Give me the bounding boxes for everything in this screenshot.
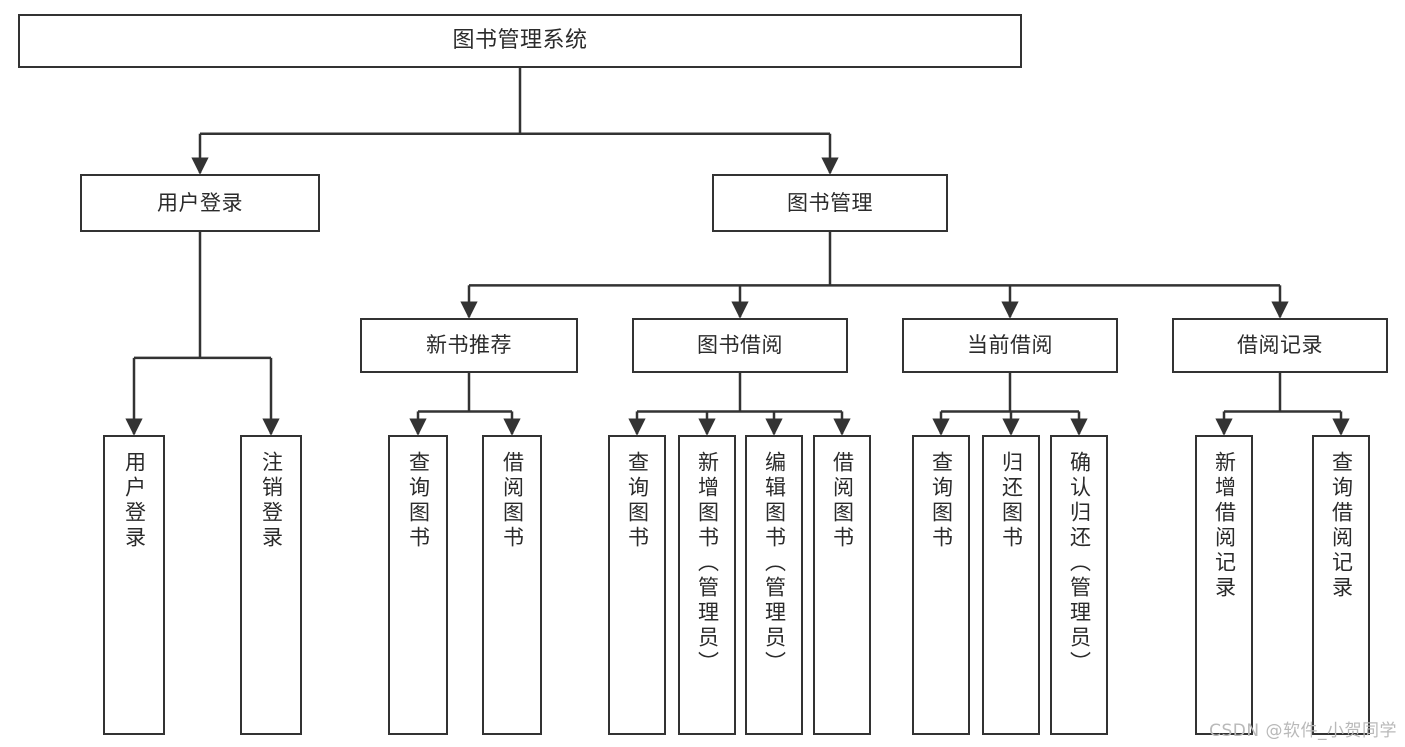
watermark-text: CSDN @软件_小贺同学 xyxy=(1209,721,1397,741)
node-label-leaf-query-3: 查询图书 xyxy=(929,451,954,551)
node-leaf-query-1[interactable]: 查询图书 xyxy=(388,435,448,735)
node-leaf-query-2[interactable]: 查询图书 xyxy=(608,435,666,735)
node-leaf-add-rec[interactable]: 新增借阅记录 xyxy=(1195,435,1253,735)
node-leaf-query-rec[interactable]: 查询借阅记录 xyxy=(1312,435,1370,735)
node-leaf-user-login[interactable]: 用户登录 xyxy=(103,435,165,735)
node-current-borrow[interactable]: 当前借阅 xyxy=(902,318,1118,373)
node-new-book-rec[interactable]: 新书推荐 xyxy=(360,318,578,373)
node-label-new-book-rec: 新书推荐 xyxy=(426,333,512,358)
node-label-book-manage: 图书管理 xyxy=(787,190,873,215)
node-label-leaf-borrow-1: 借阅图书 xyxy=(500,451,525,551)
node-leaf-borrow-1[interactable]: 借阅图书 xyxy=(482,435,542,735)
node-user-login[interactable]: 用户登录 xyxy=(80,174,320,232)
node-label-leaf-query-2: 查询图书 xyxy=(625,451,650,551)
node-label-leaf-logout: 注销登录 xyxy=(259,451,284,551)
node-label-leaf-return: 归还图书 xyxy=(999,451,1024,551)
node-label-borrow-record: 借阅记录 xyxy=(1237,333,1323,358)
node-leaf-return[interactable]: 归还图书 xyxy=(982,435,1040,735)
node-borrow-record[interactable]: 借阅记录 xyxy=(1172,318,1388,373)
node-leaf-add-book[interactable]: 新增图书（管理员） xyxy=(678,435,736,735)
node-leaf-borrow-2[interactable]: 借阅图书 xyxy=(813,435,871,735)
node-leaf-query-3[interactable]: 查询图书 xyxy=(912,435,970,735)
node-book-borrow[interactable]: 图书借阅 xyxy=(632,318,848,373)
node-label-leaf-add-book: 新增图书（管理员） xyxy=(695,451,720,676)
node-label-book-borrow: 图书借阅 xyxy=(697,333,783,358)
node-label-leaf-borrow-2: 借阅图书 xyxy=(830,451,855,551)
node-label-current-borrow: 当前借阅 xyxy=(967,333,1053,358)
node-leaf-logout[interactable]: 注销登录 xyxy=(240,435,302,735)
node-label-leaf-confirm: 确认归还（管理员） xyxy=(1067,451,1092,676)
node-label-leaf-add-rec: 新增借阅记录 xyxy=(1212,451,1237,601)
node-label-leaf-edit-book: 编辑图书（管理员） xyxy=(762,451,787,676)
node-leaf-confirm[interactable]: 确认归还（管理员） xyxy=(1050,435,1108,735)
node-root[interactable]: 图书管理系统 xyxy=(18,14,1022,68)
node-label-leaf-query-1: 查询图书 xyxy=(406,451,431,551)
node-label-leaf-user-login: 用户登录 xyxy=(122,451,147,551)
node-label-leaf-query-rec: 查询借阅记录 xyxy=(1329,451,1354,601)
connector-lines xyxy=(125,68,1350,436)
node-label-root: 图书管理系统 xyxy=(452,28,588,54)
node-leaf-edit-book[interactable]: 编辑图书（管理员） xyxy=(745,435,803,735)
node-label-user-login: 用户登录 xyxy=(157,190,243,215)
node-book-manage[interactable]: 图书管理 xyxy=(712,174,948,232)
